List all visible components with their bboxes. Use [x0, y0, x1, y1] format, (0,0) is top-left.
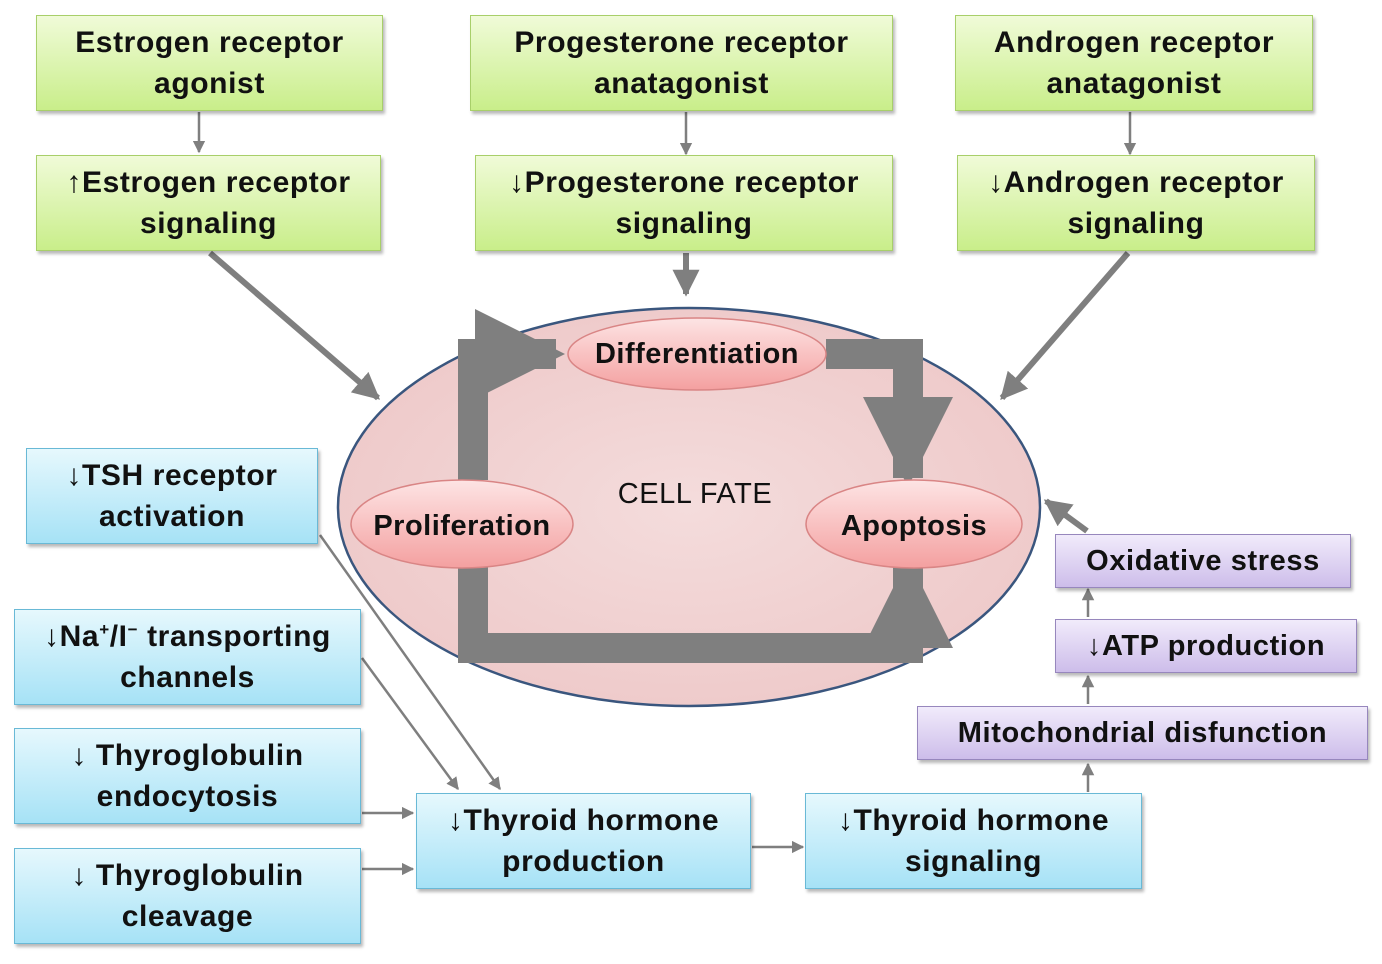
progesterone-signaling-box: ↓Progesterone receptor signaling: [475, 155, 893, 251]
estrogen-signaling-box: ↑Estrogen receptor signaling: [36, 155, 381, 251]
endocytosis-line2: endocytosis: [96, 780, 279, 813]
estrogen-signaling-line2: signaling: [139, 207, 278, 240]
androgen-signaling-box: ↓Androgen receptor signaling: [957, 155, 1315, 251]
endocytosis-line1: ↓ Thyroglobulin: [71, 739, 304, 772]
androgen-antagonist-line2: anatagonist: [1046, 67, 1222, 100]
androgen-signaling-line1: ↓Androgen receptor: [988, 166, 1284, 199]
na-line2: channels: [120, 661, 255, 694]
androgen-antagonist-line1: Androgen receptor: [993, 26, 1275, 59]
production-line2: production: [502, 845, 665, 878]
differentiation-label: Differentiation: [594, 337, 800, 370]
arrow-oxidative-to-cell: [1043, 498, 1089, 534]
arrow-differentiation-to-apoptosis: [826, 339, 953, 487]
progesterone-signaling-line1: ↓Progesterone receptor: [509, 166, 859, 199]
mitochondrial-disfunction-box: Mitochondrial disfunction: [917, 706, 1368, 760]
thyroid-production-box: ↓Thyroid hormone production: [416, 793, 751, 889]
thyroid-signaling-line2: signaling: [904, 845, 1043, 878]
proliferation-label: Proliferation: [373, 509, 551, 542]
differentiation-oval: [567, 317, 827, 391]
production-line1: ↓Thyroid hormone: [447, 804, 720, 837]
tsh-receptor-box: ↓TSH receptor activation: [26, 448, 318, 544]
progesterone-antagonist-line2: anatagonist: [594, 67, 769, 100]
progesterone-signaling-line2: signaling: [615, 207, 753, 240]
estrogen-agonist-line2: agonist: [154, 67, 265, 100]
arrow-proliferation-to-differentiation: [458, 309, 565, 480]
atp-production-box: ↓ATP production: [1055, 619, 1357, 673]
cleavage-line1: ↓ Thyroglobulin: [71, 859, 304, 892]
thyroid-signaling-box: ↓Thyroid hormone signaling: [805, 793, 1142, 889]
estrogen-signaling-line1: ↑Estrogen receptor: [66, 166, 351, 199]
progesterone-antagonist-line1: Progesterone receptor: [514, 26, 849, 59]
na-line1: ↓Na+/I− transporting: [44, 620, 331, 653]
androgen-signaling-line2: signaling: [1067, 207, 1205, 240]
cleavage-line2: cleavage: [121, 900, 254, 933]
tsh-line2: activation: [98, 500, 246, 533]
apoptosis-oval: [805, 479, 1023, 569]
arrow-proliferation-to-apoptosis: [458, 558, 953, 663]
thyroid-signaling-line1: ↓Thyroid hormone: [837, 804, 1110, 837]
arrow-estrogen-to-cell: [208, 250, 381, 401]
oxidative-stress-box: Oxidative stress: [1055, 534, 1351, 588]
arrow-androgen-to-cell: [999, 251, 1131, 401]
proliferation-oval: [350, 479, 574, 569]
cell-fate-title: CELL FATE: [617, 477, 773, 510]
estrogen-agonist-box: Estrogen receptor agonist: [36, 15, 383, 111]
estrogen-agonist-line1: Estrogen receptor: [75, 26, 344, 59]
progesterone-antagonist-box: Progesterone receptor anatagonist: [470, 15, 893, 111]
arrow-tsh-to-production: [318, 534, 502, 791]
thyroglobulin-cleavage-box: ↓ Thyroglobulin cleavage: [14, 848, 361, 944]
tsh-line1: ↓TSH receptor: [66, 459, 278, 492]
arrow-na-to-production: [360, 657, 460, 791]
apoptosis-label: Apoptosis: [840, 509, 988, 542]
thyroglobulin-endocytosis-box: ↓ Thyroglobulin endocytosis: [14, 728, 361, 824]
na-i-channels-box: ↓Na+/I− transporting channels: [14, 609, 361, 705]
androgen-antagonist-box: Androgen receptor anatagonist: [955, 15, 1313, 111]
